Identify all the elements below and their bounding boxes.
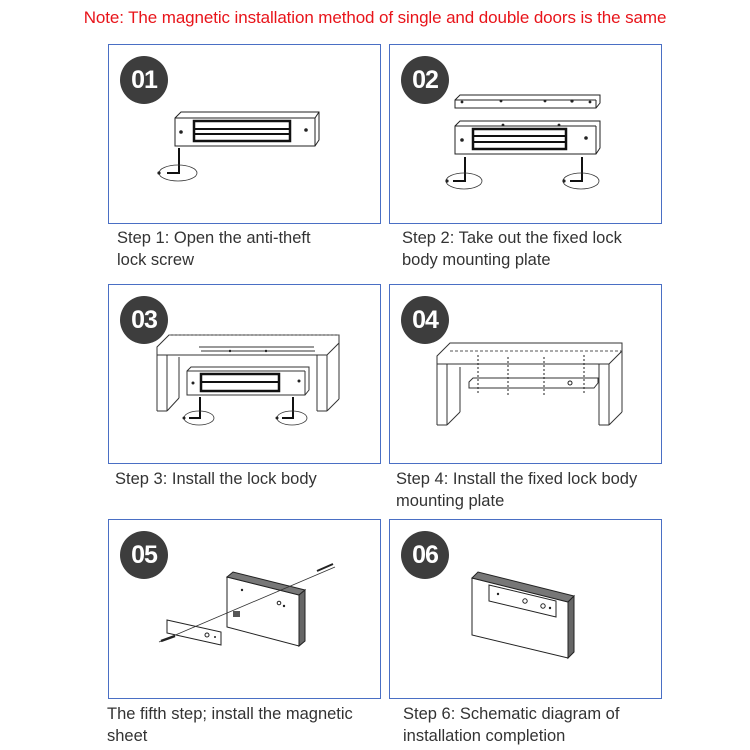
step-badge: 06 [401, 531, 449, 579]
step-badge: 04 [401, 296, 449, 344]
step-1-caption: Step 1: Open the anti-theft lock screw [117, 229, 311, 269]
mounting-plate-removal-illustration [445, 94, 601, 190]
note-heading: Note: The magnetic installation method o… [83, 8, 667, 27]
lock-body-unscrew-illustration [157, 111, 320, 182]
step-2-caption: Step 2: Take out the fixed lock body mou… [402, 229, 622, 269]
step-4-panel: 04 [389, 284, 662, 464]
step-badge: 01 [120, 56, 168, 104]
step-6-caption: Step 6: Schematic diagram of installatio… [403, 705, 620, 745]
install-mounting-plate-illustration [436, 342, 623, 426]
step-5-panel: 05 [108, 519, 381, 699]
installation-complete-illustration [471, 571, 575, 660]
step-2-panel: 02 [389, 44, 662, 224]
step-badge: 02 [401, 56, 449, 104]
step-badge: 03 [120, 296, 168, 344]
step-4-caption: Step 4: Install the fixed lock body moun… [396, 470, 638, 510]
step-1-panel: 01 [108, 44, 381, 224]
step-badge: 05 [120, 531, 168, 579]
step-3-caption: Step 3: Install the lock body [115, 470, 317, 488]
step-6-panel: 06 [389, 519, 662, 699]
install-lock-body-illustration [156, 334, 340, 426]
step-5-caption: The fifth step; install the magnetic she… [107, 705, 353, 745]
install-magnetic-sheet-illustration [158, 563, 336, 648]
step-3-panel: 03 [108, 284, 381, 464]
